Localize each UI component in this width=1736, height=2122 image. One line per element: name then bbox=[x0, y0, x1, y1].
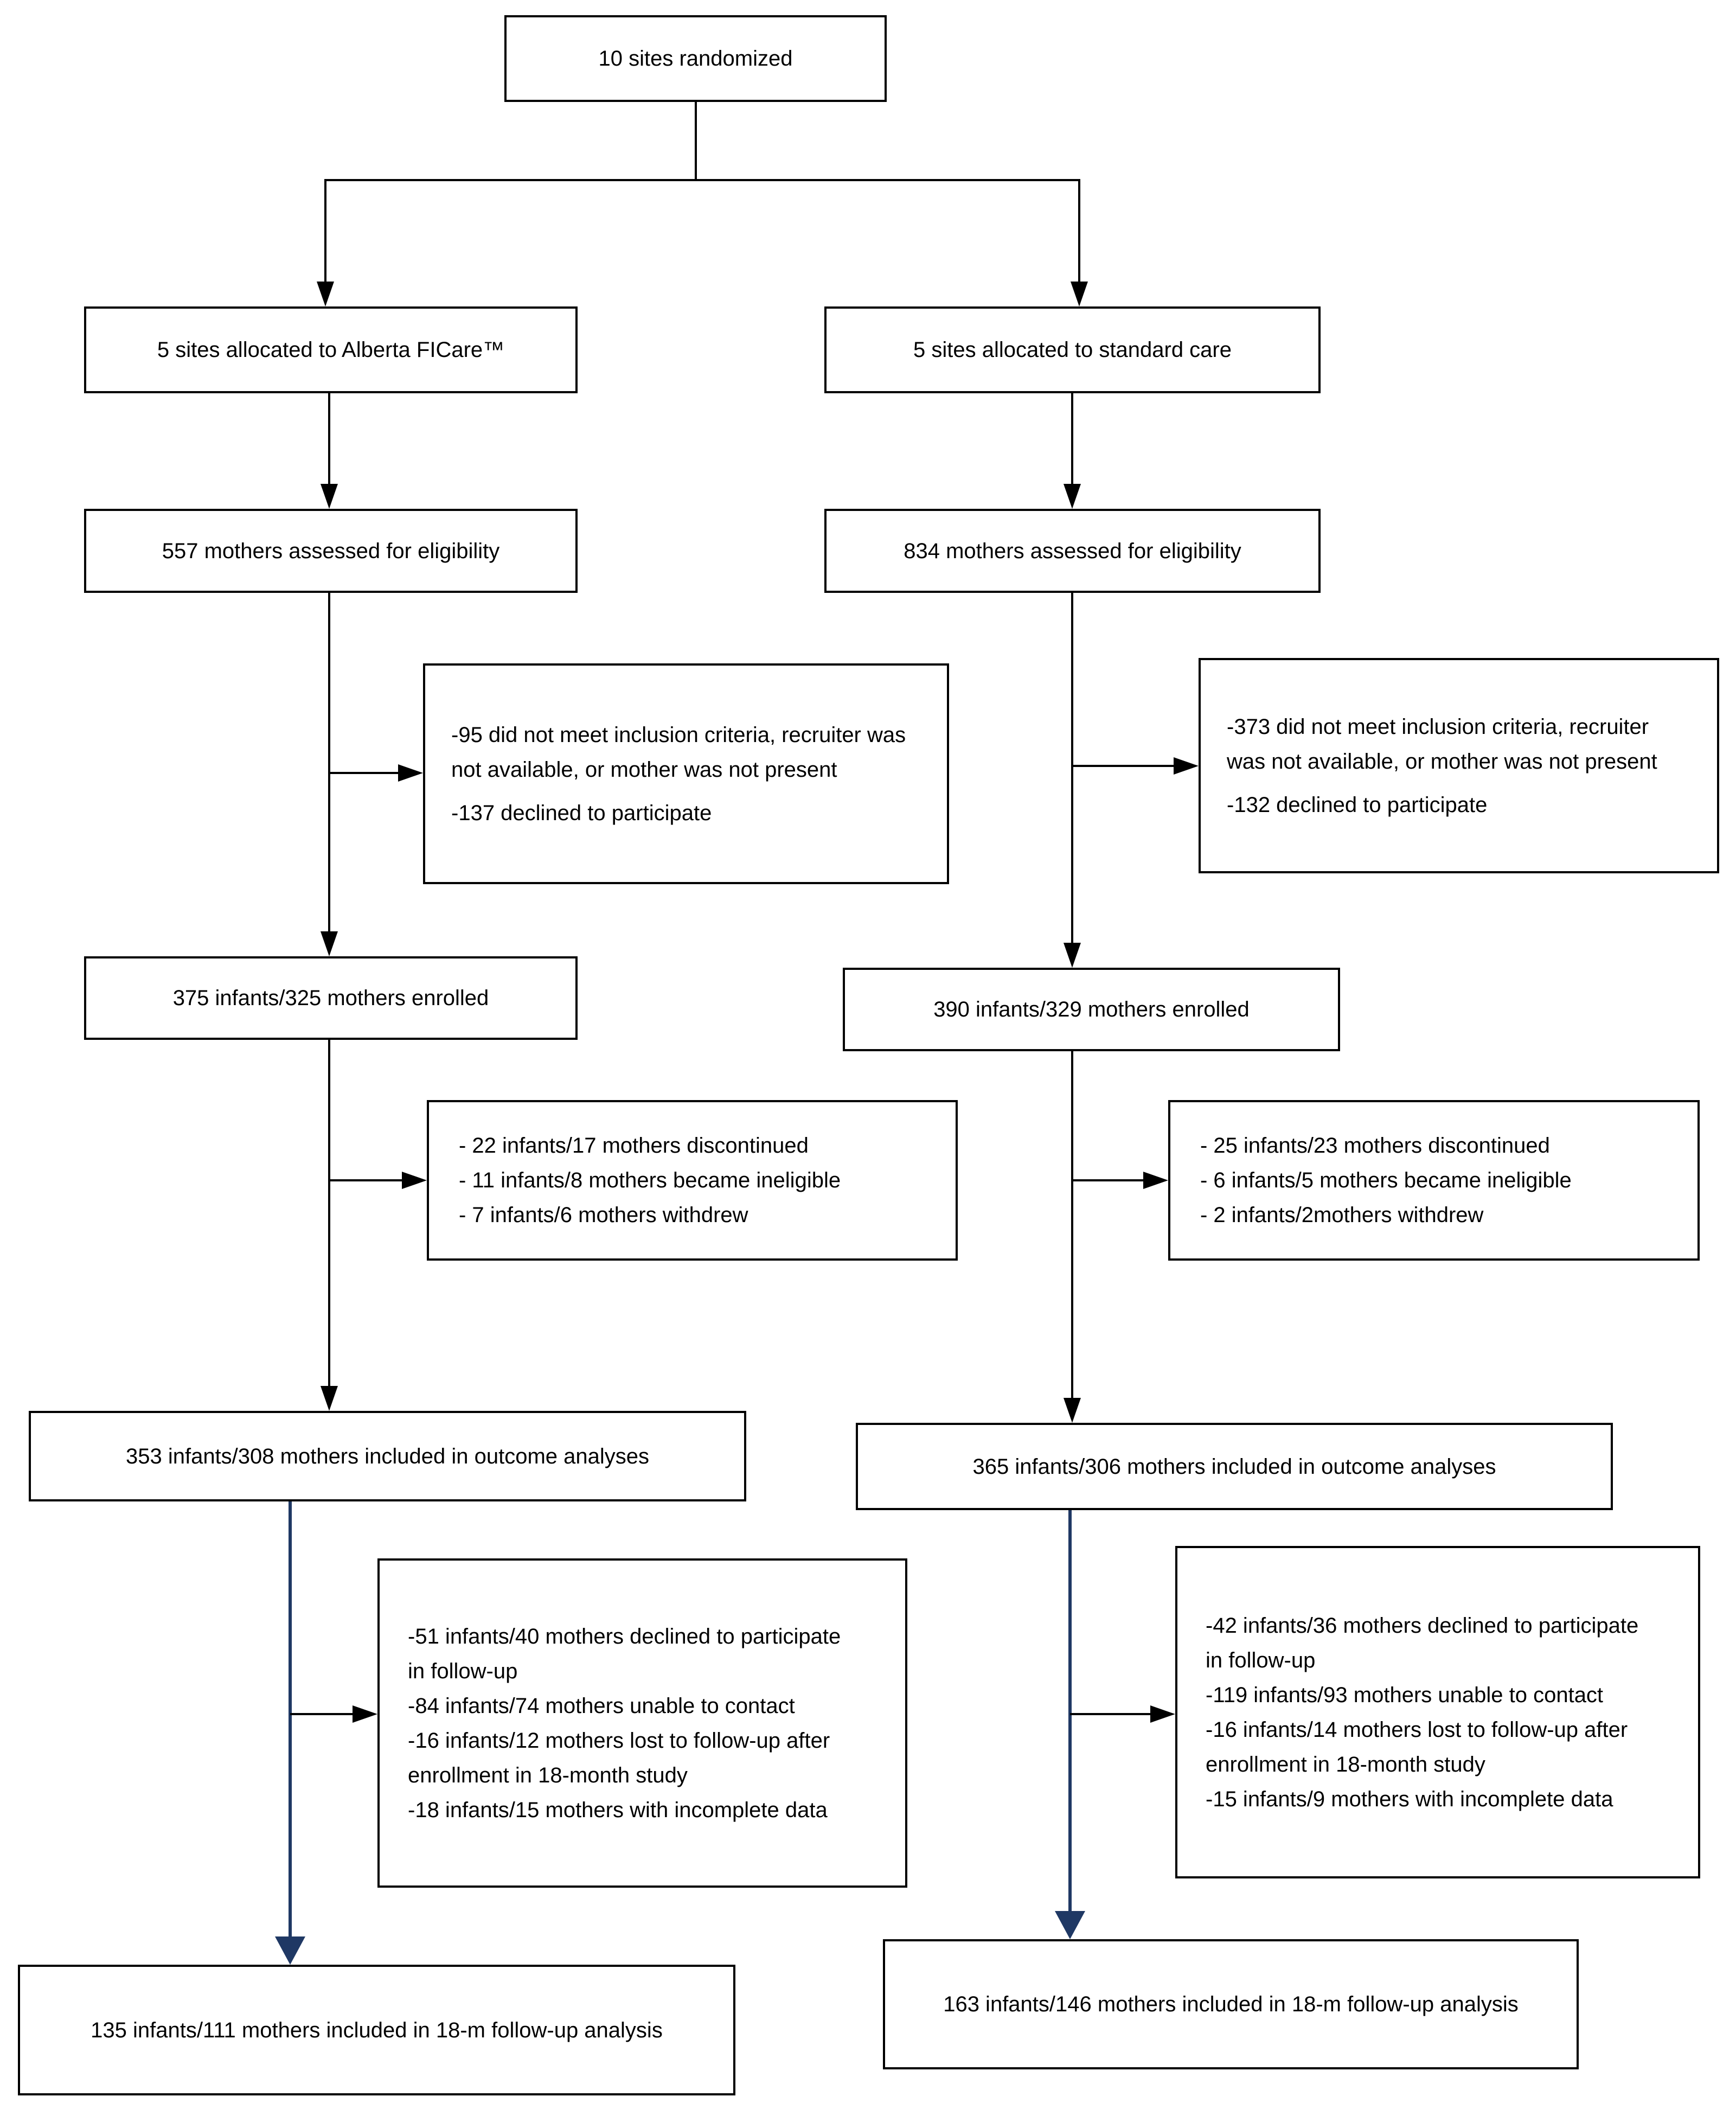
text-line: - 11 infants/8 mothers became ineligible bbox=[459, 1168, 841, 1192]
arrowhead-down-icon bbox=[275, 1936, 305, 1965]
connector-randomized-stem bbox=[695, 102, 697, 181]
text-line: -51 infants/40 mothers declined to parti… bbox=[408, 1624, 841, 1683]
node-assessed-ficare-text: 557 mothers assessed for eligibility bbox=[162, 539, 500, 563]
text-line: -95 did not meet inclusion criteria, rec… bbox=[451, 723, 906, 782]
text-line: -15 infants/9 mothers with incomplete da… bbox=[1206, 1787, 1613, 1811]
node-outcome-standard-text: 365 infants/306 mothers included in outc… bbox=[972, 1454, 1496, 1479]
text-line: -132 declined to participate bbox=[1227, 792, 1488, 817]
node-outcome-ficare-text: 353 infants/308 mothers included in outc… bbox=[125, 1444, 650, 1468]
arrowhead-down-icon bbox=[1055, 1911, 1085, 1939]
connector-branch-right bbox=[1078, 179, 1080, 283]
node-allocated-standard-text: 5 sites allocated to standard care bbox=[913, 338, 1232, 362]
text-line: -18 infants/15 mothers with incomplete d… bbox=[408, 1798, 828, 1822]
arrowhead-right-icon bbox=[1143, 1172, 1168, 1189]
connector-outcome-followup-right bbox=[1068, 1510, 1072, 1911]
connector-alloc-assessed-left bbox=[328, 393, 330, 487]
node-enrolled-standard: 390 infants/329 mothers enrolled bbox=[843, 968, 1340, 1051]
connector-enrolled-outcome-right bbox=[1071, 1051, 1073, 1401]
connector-excluded-right bbox=[1072, 765, 1175, 767]
node-outcome-standard: 365 infants/306 mothers included in outc… bbox=[856, 1423, 1613, 1510]
arrowhead-down-icon bbox=[317, 282, 334, 306]
node-randomized: 10 sites randomized bbox=[504, 15, 887, 102]
arrowhead-right-icon bbox=[402, 1172, 427, 1189]
connector-excluded-left bbox=[329, 772, 400, 774]
node-allocated-standard: 5 sites allocated to standard care bbox=[824, 306, 1321, 393]
connector-fu-excluded-right bbox=[1070, 1713, 1152, 1715]
node-allocated-ficare-text: 5 sites allocated to Alberta FICare™ bbox=[157, 338, 505, 362]
node-allocated-ficare: 5 sites allocated to Alberta FICare™ bbox=[84, 306, 578, 393]
connector-branch-left bbox=[324, 179, 326, 283]
text-line: - 6 infants/5 mothers became ineligible bbox=[1200, 1168, 1572, 1192]
node-followup-ficare-text: 135 infants/111 mothers included in 18-m… bbox=[91, 2018, 663, 2042]
connector-alloc-assessed-right bbox=[1071, 393, 1073, 487]
node-fu-excluded-ficare: -51 infants/40 mothers declined to parti… bbox=[377, 1558, 907, 1888]
arrowhead-down-icon bbox=[321, 931, 338, 956]
node-fu-excluded-ficare-text: -51 infants/40 mothers declined to parti… bbox=[380, 1606, 905, 1840]
connector-outcome-followup-left bbox=[289, 1501, 292, 1936]
connector-discontinued-left bbox=[329, 1179, 404, 1181]
node-excluded-standard: -373 did not meet inclusion criteria, re… bbox=[1199, 658, 1719, 873]
text-line: -42 infants/36 mothers declined to parti… bbox=[1206, 1613, 1639, 1672]
text-line: - 22 infants/17 mothers discontinued bbox=[459, 1134, 809, 1158]
node-discontinued-ficare-text: - 22 infants/17 mothers discontinued - 11… bbox=[429, 1120, 956, 1241]
connector-discontinued-right bbox=[1072, 1179, 1145, 1181]
text-line: - 25 infants/23 mothers discontinued bbox=[1200, 1134, 1550, 1158]
arrowhead-down-icon bbox=[1064, 1398, 1081, 1423]
text-line: -84 infants/74 mothers unable to contact bbox=[408, 1693, 795, 1718]
node-assessed-ficare: 557 mothers assessed for eligibility bbox=[84, 509, 578, 593]
node-excluded-standard-text: -373 did not meet inclusion criteria, re… bbox=[1201, 693, 1717, 839]
connector-assessed-enrolled-right bbox=[1071, 593, 1073, 946]
node-excluded-ficare: -95 did not meet inclusion criteria, rec… bbox=[423, 663, 949, 884]
node-fu-excluded-standard: -42 infants/36 mothers declined to parti… bbox=[1175, 1546, 1700, 1878]
node-followup-standard-text: 163 infants/146 mothers included in 18-m… bbox=[943, 1992, 1519, 2016]
arrowhead-right-icon bbox=[353, 1705, 377, 1723]
arrowhead-right-icon bbox=[1174, 757, 1199, 775]
text-line: -137 declined to participate bbox=[451, 801, 712, 825]
text-line: -16 infants/14 mothers lost to follow-up… bbox=[1206, 1717, 1628, 1776]
text-line: - 2 infants/2mothers withdrew bbox=[1200, 1203, 1484, 1227]
node-followup-standard: 163 infants/146 mothers included in 18-m… bbox=[883, 1939, 1579, 2069]
connector-assessed-enrolled-left bbox=[328, 593, 330, 935]
text-line: -16 infants/12 mothers lost to follow-up… bbox=[408, 1728, 830, 1787]
text-line: -119 infants/93 mothers unable to contac… bbox=[1206, 1683, 1604, 1707]
arrowhead-down-icon bbox=[1064, 484, 1081, 509]
text-line: - 7 infants/6 mothers withdrew bbox=[459, 1203, 748, 1227]
node-assessed-standard-text: 834 mothers assessed for eligibility bbox=[904, 539, 1241, 563]
arrowhead-right-icon bbox=[398, 764, 423, 782]
connector-enrolled-outcome-left bbox=[328, 1040, 330, 1389]
node-followup-ficare: 135 infants/111 mothers included in 18-m… bbox=[18, 1965, 735, 2095]
node-enrolled-standard-text: 390 infants/329 mothers enrolled bbox=[933, 998, 1250, 1021]
node-excluded-ficare-text: -95 did not meet inclusion criteria, rec… bbox=[425, 701, 947, 847]
node-assessed-standard: 834 mothers assessed for eligibility bbox=[824, 509, 1321, 593]
arrowhead-down-icon bbox=[321, 1386, 338, 1411]
arrowhead-down-icon bbox=[321, 484, 338, 509]
node-enrolled-ficare: 375 infants/325 mothers enrolled bbox=[84, 956, 578, 1040]
arrowhead-right-icon bbox=[1150, 1705, 1175, 1723]
arrowhead-down-icon bbox=[1071, 282, 1088, 306]
connector-branch-horizontal bbox=[324, 179, 1080, 181]
node-randomized-text: 10 sites randomized bbox=[598, 47, 793, 71]
node-discontinued-ficare: - 22 infants/17 mothers discontinued - 11… bbox=[427, 1100, 958, 1261]
arrowhead-down-icon bbox=[1064, 943, 1081, 968]
node-discontinued-standard: - 25 infants/23 mothers discontinued - 6 … bbox=[1168, 1100, 1700, 1261]
node-discontinued-standard-text: - 25 infants/23 mothers discontinued - 6 … bbox=[1170, 1120, 1697, 1241]
node-enrolled-ficare-text: 375 infants/325 mothers enrolled bbox=[172, 986, 489, 1010]
connector-fu-excluded-left bbox=[290, 1713, 355, 1715]
node-fu-excluded-standard-text: -42 infants/36 mothers declined to parti… bbox=[1177, 1595, 1698, 1830]
text-line: -373 did not meet inclusion criteria, re… bbox=[1227, 714, 1657, 774]
node-outcome-ficare: 353 infants/308 mothers included in outc… bbox=[29, 1411, 746, 1501]
